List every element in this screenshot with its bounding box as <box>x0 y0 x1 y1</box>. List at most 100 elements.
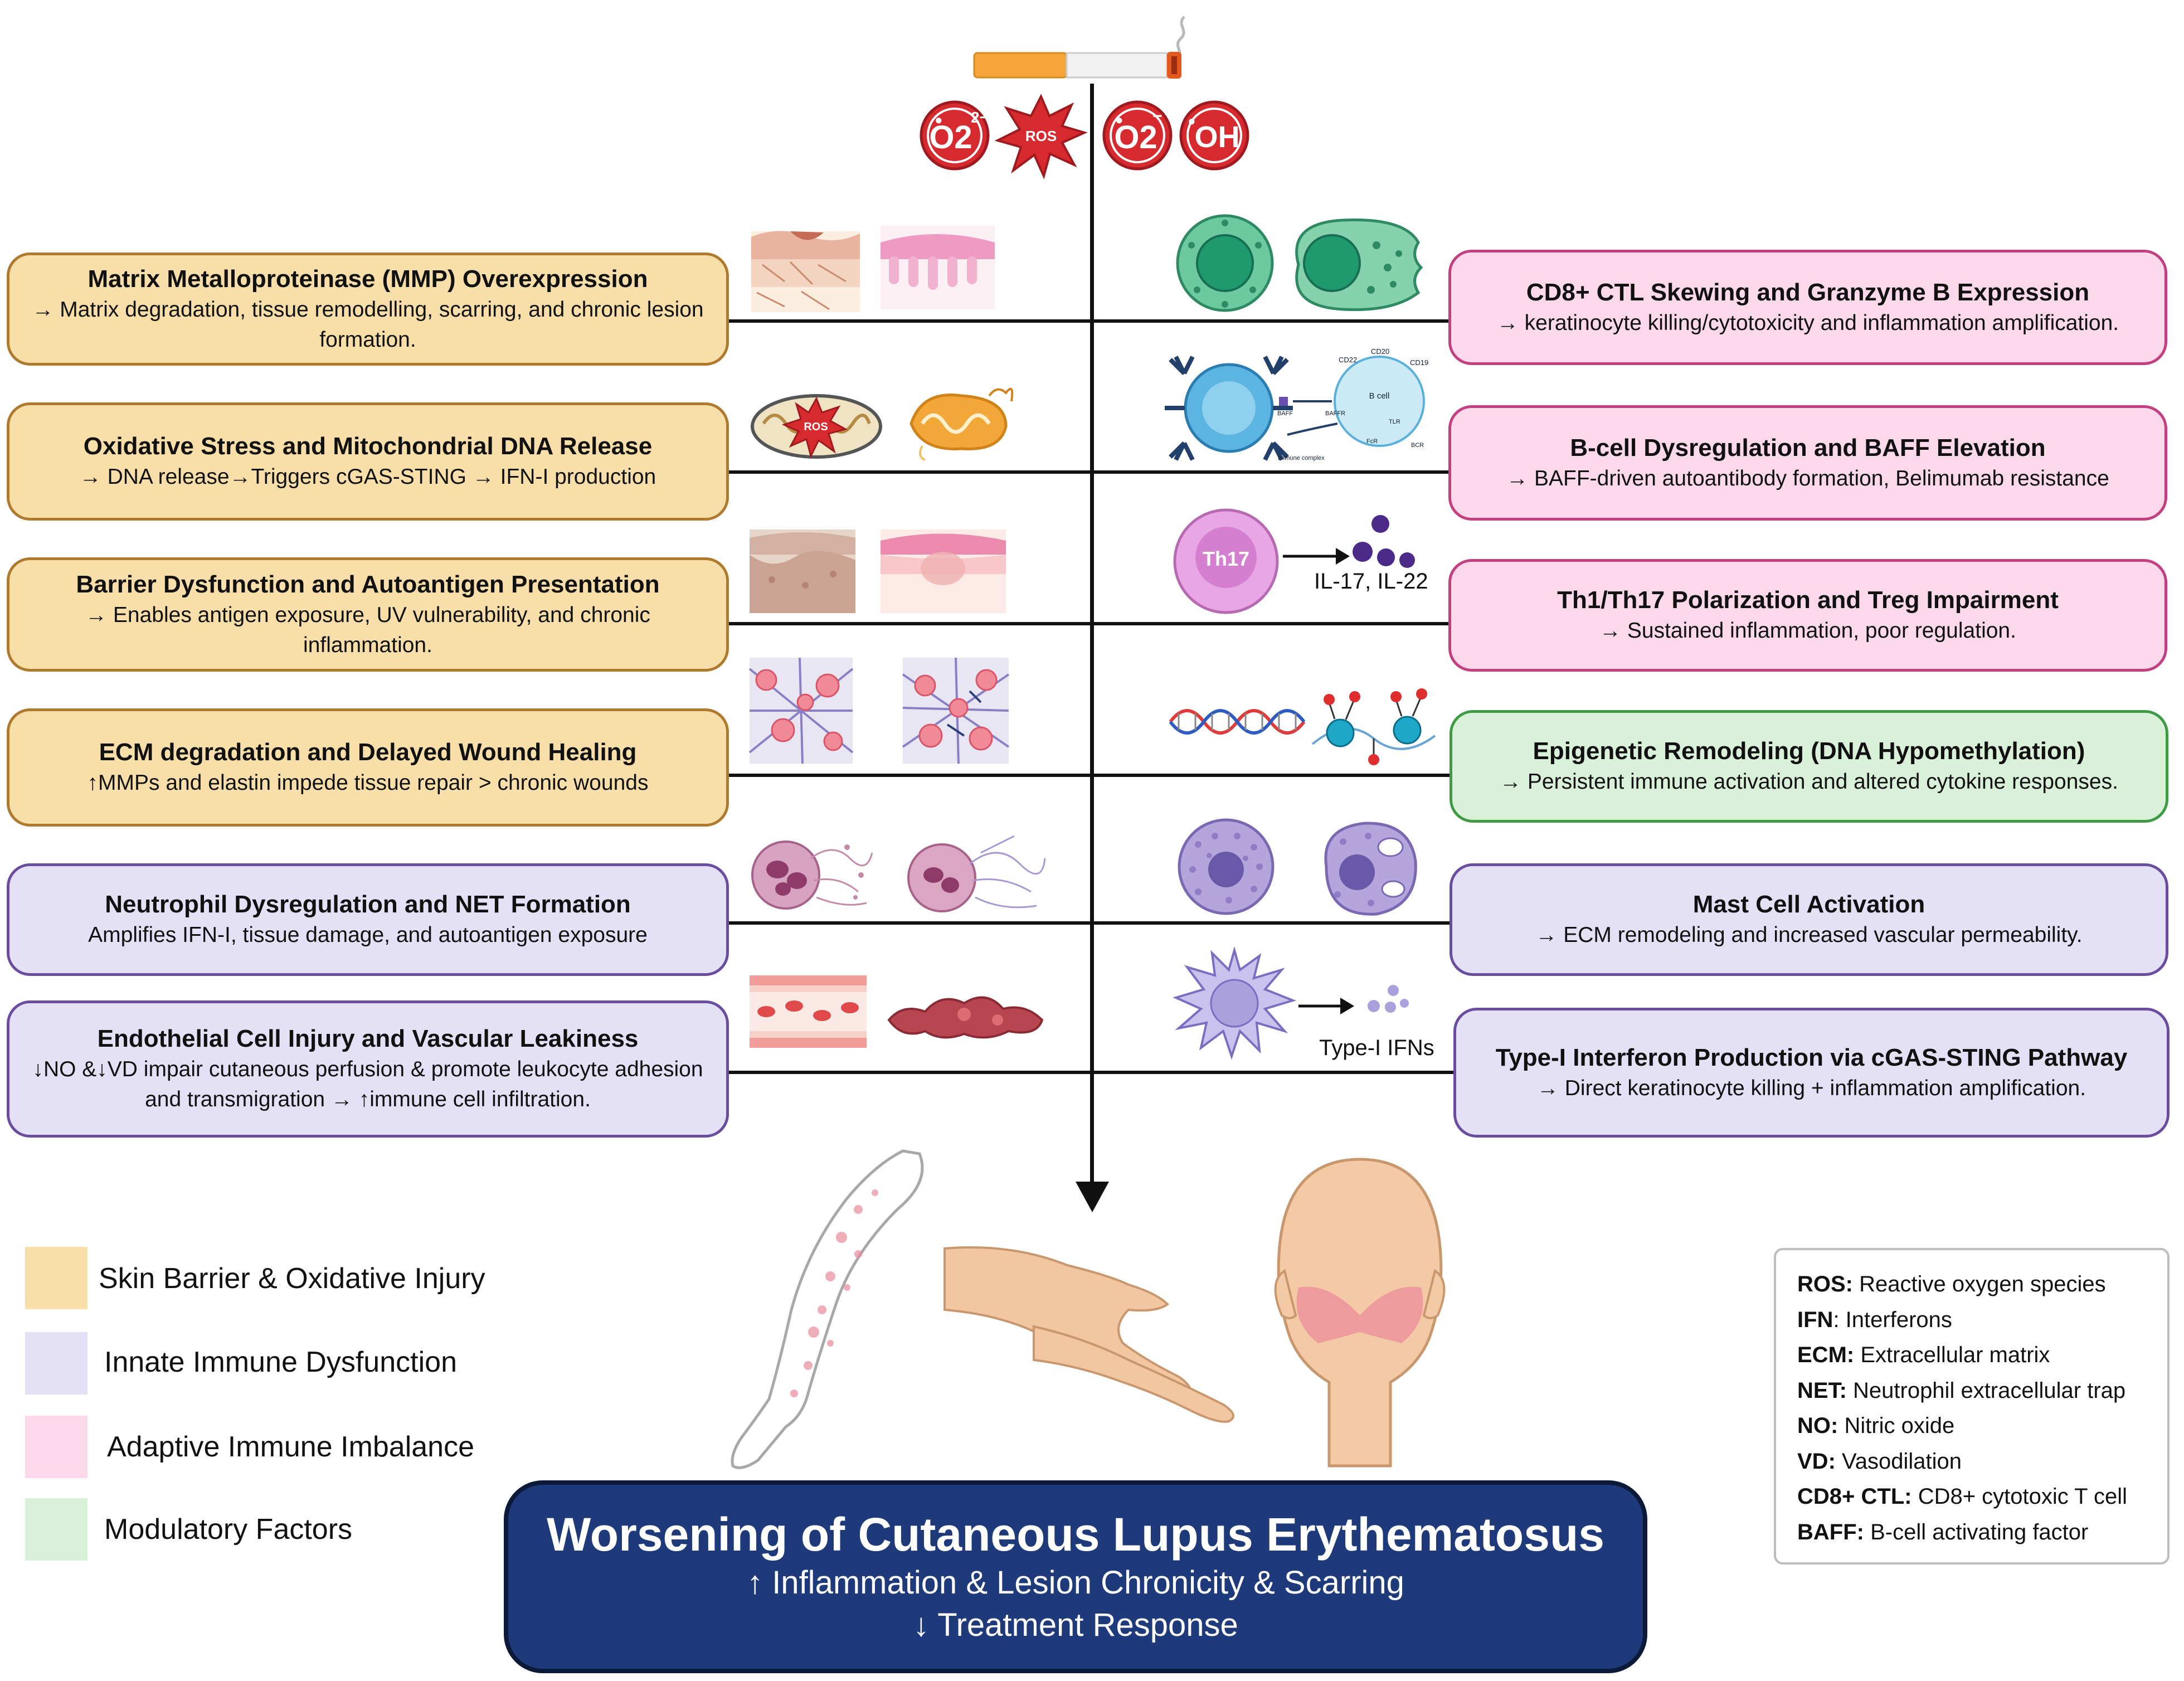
th17-label: Th17 <box>1203 547 1249 570</box>
t-cell-icon <box>1176 214 1274 312</box>
box-title: Oxidative Stress and Mitochondrial DNA R… <box>83 433 653 460</box>
connector-line <box>727 470 1452 474</box>
abbreviation-row: VD: Vasodilation <box>1797 1444 2146 1480</box>
blood-clot-icon <box>887 996 1044 1039</box>
svg-text:ROS: ROS <box>804 421 828 433</box>
legend-swatch-modulatory <box>25 1498 87 1561</box>
neutrophil-net-box: Neutrophil Dysregulation and NET Formati… <box>7 863 729 976</box>
cd22-label: CD22 <box>1339 356 1357 364</box>
abbreviation-row: NO: Nitric oxide <box>1797 1408 2146 1444</box>
central-axis <box>1090 84 1094 1198</box>
box-description: ↓NO &↓VD impair cutaneous perfusion & pr… <box>32 1057 703 1111</box>
abbreviation-term: IFN <box>1797 1307 1833 1332</box>
oxidative-stress-box: Oxidative Stress and Mitochondrial DNA R… <box>7 402 729 521</box>
connector-line <box>727 921 1452 925</box>
legend-swatch-skin <box>25 1247 87 1309</box>
box-title: Epigenetic Remodeling (DNA Hypomethylati… <box>1533 737 2085 765</box>
box-title: Neutrophil Dysregulation and NET Formati… <box>105 891 631 918</box>
tlr-label: TLR <box>1389 419 1400 425</box>
svg-text:2−: 2− <box>971 109 989 126</box>
mmp-overexpression-box: Matrix Metalloproteinase (MMP) Overexpre… <box>7 252 729 366</box>
abbreviation-term: NO: <box>1797 1413 1838 1438</box>
box-description: → Sustained inflammation, poor regulatio… <box>1599 619 2016 643</box>
cytokine-dots-icon <box>1353 515 1415 568</box>
connector-line <box>727 622 1452 625</box>
box-description: → BAFF-driven autoantibody formation, Be… <box>1506 466 2109 490</box>
cytokines-label: IL-17, IL-22 <box>1314 569 1428 594</box>
abbreviation-row: IFN: Interferons <box>1797 1303 2146 1338</box>
hands-icon <box>943 1246 1234 1423</box>
skin-layers-scarred-icon <box>751 231 860 312</box>
skin-layers-inflamed-icon <box>881 529 1006 613</box>
mast-cell-box: Mast Cell Activation → ECM remodeling an… <box>1449 863 2168 976</box>
abbreviations-box: ROS: Reactive oxygen species IFN: Interf… <box>1774 1248 2170 1565</box>
box-description: → ECM remodeling and increased vascular … <box>1535 923 2083 947</box>
abbreviation-term: ECM: <box>1797 1343 1855 1367</box>
box-title: Matrix Metalloproteinase (MMP) Overexpre… <box>87 265 648 293</box>
dna-helix-icon <box>1169 709 1306 735</box>
box-description: → Direct keratinocyte killing + inflamma… <box>1536 1076 2086 1100</box>
dendritic-cell-icon <box>1173 946 1297 1060</box>
neutrophil-net-icon <box>751 841 873 910</box>
box-title: Mast Cell Activation <box>1692 891 1925 918</box>
nucleosome-methylation-icon <box>1311 688 1436 765</box>
cd19-label: CD19 <box>1410 358 1428 367</box>
ecm-fibers-icon <box>748 657 854 764</box>
superoxide-label: O2 <box>1114 119 1157 156</box>
abbreviation-definition: B-cell activating factor <box>1864 1519 2089 1544</box>
box-title: Type-I Interferon Production via cGAS-ST… <box>1495 1043 2128 1071</box>
ros-burst-icon: ROS <box>994 94 1088 179</box>
fcr-label: FcR <box>1366 438 1378 445</box>
svg-text:•: • <box>935 109 942 132</box>
bcr-label: BCR <box>1411 442 1424 449</box>
skin-layers-barrier-icon <box>750 529 855 613</box>
box-title: Th1/Th17 Polarization and Treg Impairmen… <box>1557 586 2059 614</box>
mitochondria-dna-icon <box>909 387 1014 461</box>
box-description: → DNA release→Triggers cGAS-STING → IFN-… <box>79 465 656 489</box>
th1-th17-box: Th1/Th17 Polarization and Treg Impairmen… <box>1448 559 2167 672</box>
legend-swatch-innate <box>25 1332 87 1395</box>
arrow-right-icon <box>1283 548 1350 565</box>
abbreviation-definition: Reactive oxygen species <box>1853 1272 2106 1296</box>
epigenetic-remodeling-box: Epigenetic Remodeling (DNA Hypomethylati… <box>1449 710 2168 823</box>
ecm-degradation-box: ECM degradation and Delayed Wound Healin… <box>7 708 729 827</box>
down-arrow-icon <box>1076 1182 1109 1212</box>
abbreviation-term: VD: <box>1797 1449 1836 1474</box>
connector-line <box>727 1071 1455 1074</box>
b-cell-antibodies-icon <box>1165 356 1293 461</box>
outcome-box: Worsening of Cutaneous Lupus Erythematos… <box>504 1480 1647 1673</box>
abbreviation-term: ROS: <box>1797 1272 1853 1296</box>
neutrophil-net-icon <box>907 835 1046 912</box>
barrier-dysfunction-box: Barrier Dysfunction and Autoantigen Pres… <box>7 557 729 672</box>
abbreviation-row: CD8+ CTL: CD8+ cytotoxic T cell <box>1797 1479 2146 1515</box>
abbreviation-row: ECM: Extracellular matrix <box>1797 1338 2146 1373</box>
endothelial-injury-box: Endothelial Cell Injury and Vascular Lea… <box>7 1000 729 1138</box>
abbreviation-definition: Extracellular matrix <box>1854 1343 2050 1367</box>
baffr-label: BAFFR <box>1325 410 1345 417</box>
ecm-fibers-icon <box>902 657 1010 764</box>
legend-label-innate: Innate Immune Dysfunction <box>104 1346 457 1378</box>
connector-line <box>727 319 1452 323</box>
hydroxyl-label: OH <box>1195 120 1240 154</box>
abbreviation-definition: Vasodilation <box>1835 1449 1962 1474</box>
baff-label: BAFF <box>1277 410 1293 417</box>
b-cell-baff-box: B-cell Dysregulation and BAFF Elevation … <box>1448 405 2167 521</box>
outcome-line-1: ↑ Inflammation & Lesion Chronicity & Sca… <box>747 1565 1404 1601</box>
abbreviation-definition: : Interferons <box>1833 1307 1952 1332</box>
box-description: Amplifies IFN-I, tissue damage, and auto… <box>88 923 648 947</box>
svg-text:•: • <box>1116 109 1123 132</box>
cigarette-icon <box>973 16 1185 79</box>
superoxide-icon: O2 − • <box>1102 100 1173 171</box>
interferon-dots-icon <box>1368 985 1409 1013</box>
box-title: Barrier Dysfunction and Autoantigen Pres… <box>76 570 660 598</box>
box-description: → keratinocyte killing/cytotoxicity and … <box>1496 310 2119 335</box>
abbreviation-definition: Nitric oxide <box>1838 1413 1955 1438</box>
box-description: → Enables antigen exposure, UV vulnerabi… <box>85 603 650 657</box>
immune-complex-label: Immune complex <box>1278 455 1325 461</box>
legend-swatch-adaptive <box>25 1416 87 1478</box>
mitochondria-ros-icon: ROS <box>751 394 882 459</box>
cytotoxic-t-cell-icon <box>1295 218 1423 312</box>
connector-line <box>727 774 1452 777</box>
b-cell-signaling-icon: B cell CD20 CD22 CD19 BAFF BAFFR Immune … <box>1277 347 1428 461</box>
abbreviation-row: ROS: Reactive oxygen species <box>1797 1267 2146 1303</box>
